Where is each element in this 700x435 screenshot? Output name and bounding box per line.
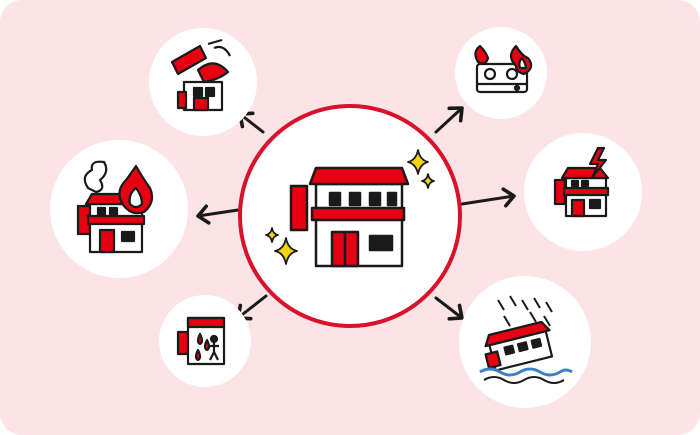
arrows [196,106,516,321]
house-fire-icon [76,160,154,254]
house-water-leak-icon [176,316,226,366]
arrow-to-lightning [460,187,516,208]
arrow-to-stove [434,106,464,134]
sparkle-icon [265,149,435,265]
house-flood-icon [479,295,573,384]
arrow-to-fire [196,204,240,225]
arrow-to-flood [434,296,464,321]
house-intact-icon [289,166,410,268]
stove-fire-icon [474,44,533,94]
arrow-to-leak [236,294,268,321]
house-typhoon-roof-icon [170,38,231,112]
house-lightning-icon [553,146,610,218]
